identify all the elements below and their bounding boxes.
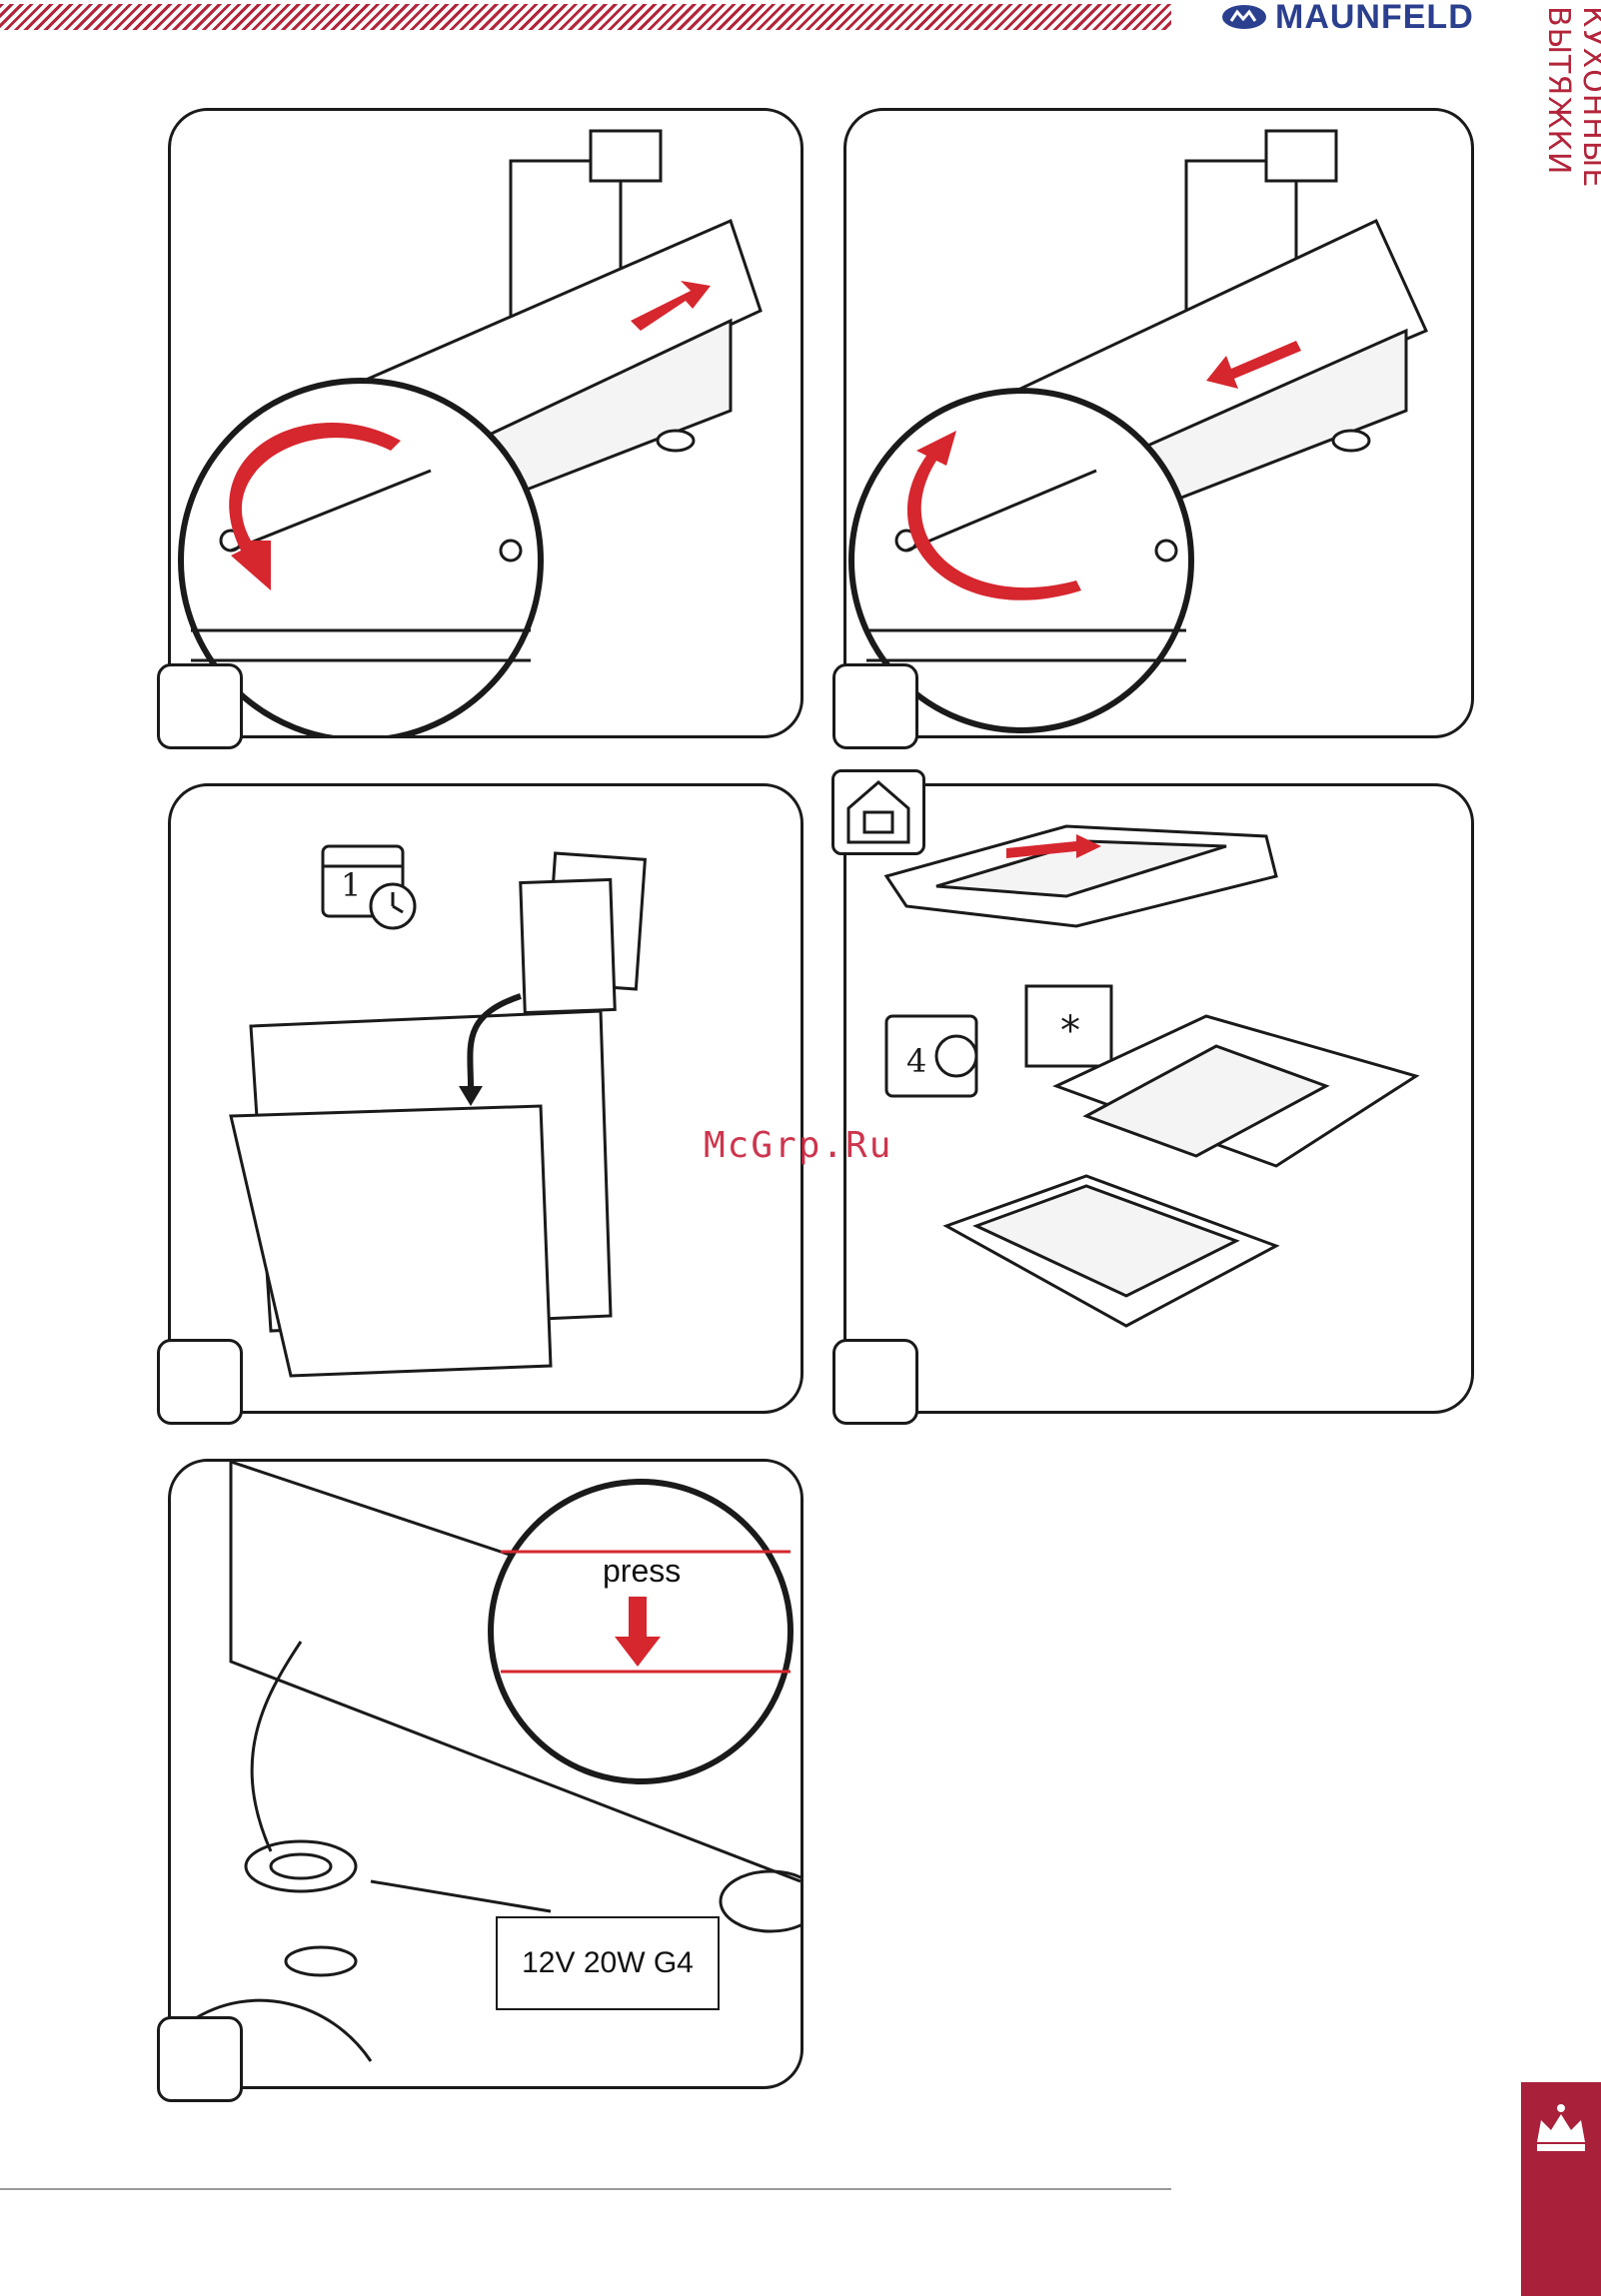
side-tab <box>1521 2082 1601 2296</box>
carbon-filter-illustration: * 4 <box>846 786 1471 1411</box>
panel-bulb-replacement: press 12V 20W G4 <box>168 1459 803 2089</box>
panel-wash-filters: 1 <box>168 783 803 1414</box>
section-title: КУХОННЫЕ ВЫТЯЖКИ <box>1541 6 1581 326</box>
panel-carbon-filter: * 4 <box>843 783 1474 1414</box>
panel-close-panel <box>843 108 1474 738</box>
step-box-1 <box>157 663 243 749</box>
watermark: McGrp.Ru <box>704 1125 892 1166</box>
step-box-4 <box>832 1339 918 1425</box>
bulb-spec-label: 12V 20W G4 <box>496 1916 720 2010</box>
step-box-3 <box>157 1339 243 1425</box>
footer-divider <box>0 2188 1171 2190</box>
step-box-5 <box>157 2016 243 2102</box>
calendar-4-day: 4 <box>906 1042 926 1080</box>
calendar-1-day: 1 <box>341 866 361 904</box>
header-hatch-band <box>0 4 1171 30</box>
brand: MAUNFELD <box>1221 0 1474 34</box>
dishwasher-illustration: 1 <box>171 786 800 1411</box>
maunfeld-logo-icon <box>1221 4 1267 30</box>
step-box-2 <box>832 663 918 749</box>
hood-open-illustration <box>171 111 800 735</box>
crown-icon <box>1521 2090 1601 2170</box>
house-recycle-icon <box>831 769 925 855</box>
press-label: press <box>603 1553 681 1589</box>
panel-open-panel <box>168 108 803 738</box>
brand-name: MAUNFELD <box>1275 0 1474 37</box>
filter-label-asterisk: * <box>1060 1008 1080 1054</box>
hood-close-illustration <box>846 111 1471 735</box>
